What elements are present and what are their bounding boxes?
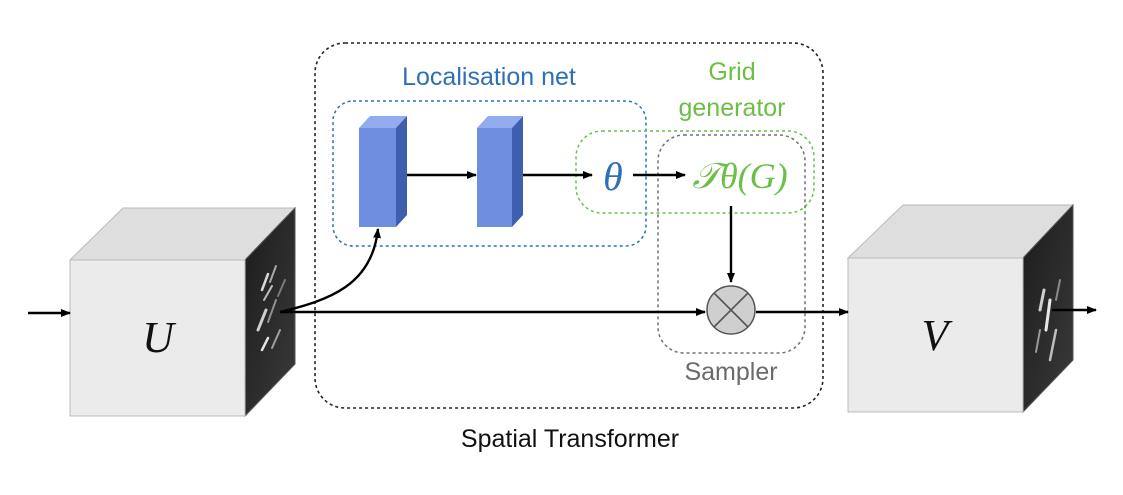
loc-layer-2-top bbox=[477, 116, 523, 128]
loc-layer-1-side bbox=[396, 116, 407, 227]
grid-generator-label-line2: generator bbox=[678, 94, 785, 122]
loc-layer-1-top bbox=[359, 116, 407, 128]
transform-expression: 𝒯θ(G) bbox=[692, 156, 787, 196]
loc-layer-1-front bbox=[359, 128, 396, 227]
localisation-net-label: Localisation net bbox=[402, 63, 576, 91]
sampler-label: Sampler bbox=[684, 358, 777, 386]
loc-layer-2-side bbox=[512, 116, 523, 227]
localisation-net-box bbox=[332, 100, 647, 247]
circled-times-icon bbox=[706, 285, 756, 335]
output-cube-front bbox=[847, 257, 1024, 413]
loc-layer-2-front bbox=[477, 128, 512, 227]
input-tensor-cube: U bbox=[68, 206, 297, 418]
output-feature-texture bbox=[1035, 279, 1061, 362]
grid-generator-label-line1: Grid bbox=[708, 58, 755, 86]
loc-layer-1 bbox=[359, 116, 407, 227]
input-feature-texture bbox=[256, 265, 286, 352]
sampler-box bbox=[657, 134, 806, 354]
grid-generator-box bbox=[575, 130, 815, 214]
input-cube-front bbox=[69, 259, 246, 417]
output-tensor-label: V bbox=[922, 311, 954, 360]
caption-spatial-transformer: Spatial Transformer bbox=[461, 425, 679, 453]
spatial-transformer-box bbox=[314, 42, 824, 409]
input-tensor-label: U bbox=[142, 313, 177, 362]
theta-symbol: θ bbox=[603, 154, 623, 199]
loc-layer-2 bbox=[477, 116, 523, 227]
output-tensor-cube: V bbox=[846, 203, 1075, 414]
arrow-input-to-loc bbox=[279, 228, 382, 314]
